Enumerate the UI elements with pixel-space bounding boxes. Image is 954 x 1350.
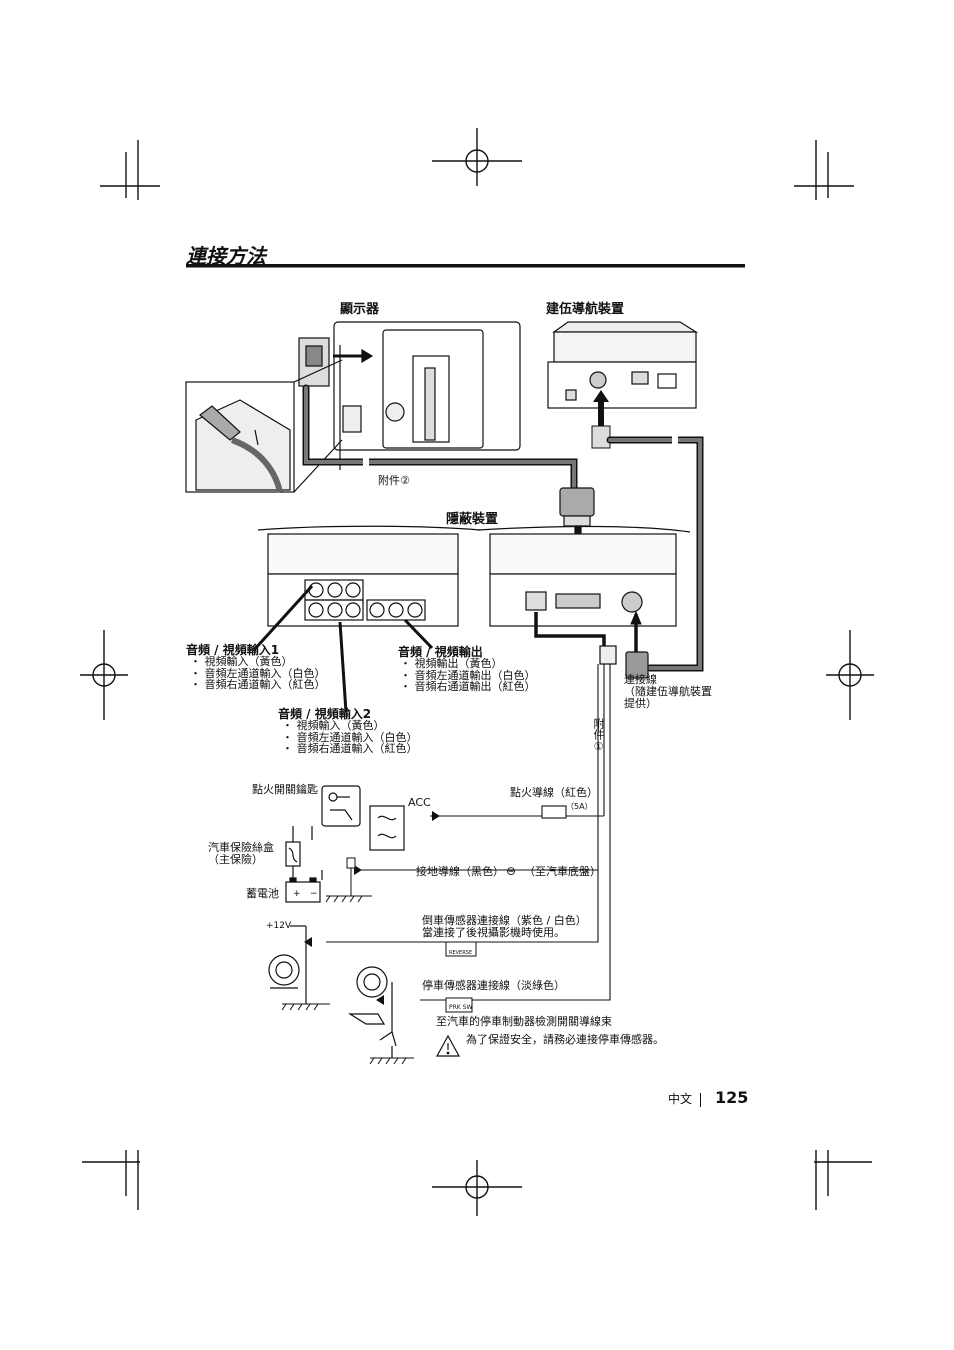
reverse-note: 當連接了後視攝影機時使用。 (422, 926, 565, 939)
ignition-key-label: 點火開關鑰匙 (252, 783, 318, 796)
reverse-wire-label: 倒車傳感器連接線（紫色 / 白色） (422, 914, 587, 927)
navigation-unit (547, 321, 699, 409)
list-item: 視頻輸入（黃色） (282, 720, 418, 732)
fuse-rating: （5A） (566, 802, 593, 811)
detail-inset (185, 359, 343, 493)
list-item: 視頻輸入（黃色） (190, 656, 326, 668)
av-input1-title: 音頻 / 視頻輸入1 (186, 643, 280, 657)
av-leader-lines (252, 584, 434, 713)
registration-mark-right (826, 630, 874, 720)
warning-text: 為了保證安全，請務必連接停車傳感器。 (466, 1033, 664, 1046)
harness-connectors (599, 645, 649, 679)
crop-marks (80, 128, 874, 1216)
wire-arrows (304, 811, 440, 1005)
list-item: 音頻左通道輸入（白色） (282, 731, 418, 744)
list-item: 音頻左通道輸出（白色） (400, 669, 536, 682)
reverse-lamp-icon (268, 925, 307, 1004)
prk-tag: PRK SW (449, 1004, 473, 1011)
cables (302, 384, 704, 672)
page-footer: 中文 125 (668, 1088, 748, 1107)
list-item: 音頻左通道輸入（白色） (190, 667, 326, 680)
hideaway-unit-right (477, 525, 691, 627)
av-output-list: 視頻輸出（黃色） 音頻左通道輸出（白色） 音頻右通道輸出（紅色） (400, 658, 536, 693)
accessory2-label: 附件② (378, 474, 410, 487)
ground-minus-icon: ⊖ (506, 864, 517, 878)
title-rule (186, 264, 745, 268)
cable-tags (445, 941, 477, 1013)
accessory1-label: 附件① (592, 718, 605, 753)
list-item: 音頻右通道輸入（紅色） (282, 743, 418, 755)
registration-mark-left (80, 630, 128, 720)
hideaway-label: 隱蔽裝置 (446, 512, 499, 527)
av-input2-title: 音頻 / 視頻輸入2 (278, 707, 372, 721)
parking-wire-label: 停車傳感器連接線（淡綠色） (422, 979, 565, 992)
ignition-switch (311, 785, 405, 851)
av-input1-list: 視頻輸入（黃色） 音頻左通道輸入（白色） 音頻右通道輸入（紅色） (190, 656, 326, 691)
parking-note: 至汽車的停車制動器檢測開關導線束 (436, 1015, 612, 1028)
plus12v-label: +12V (266, 921, 292, 931)
list-item: 音頻右通道輸入（紅色） (190, 679, 326, 691)
monitor-label: 顯示器 (340, 302, 380, 317)
warning-icon (435, 1034, 461, 1057)
ignition-wire-label: 點火導線（紅色） (510, 786, 598, 799)
hideaway-wiring (534, 610, 642, 654)
connection-cable-note: 提供） (624, 697, 657, 710)
av-output-title: 音頻 / 視頻輸出 (398, 645, 483, 659)
battery-icon: + − (285, 870, 323, 903)
list-item: 音頻右通道輸出（紅色） (400, 681, 536, 693)
car-fuse-box-label: 汽車保險絲盒 (208, 841, 274, 854)
connection-cable-label: 連接線 (624, 673, 657, 686)
page-title: 連接方法 (186, 244, 266, 268)
footer-language: 中文 (668, 1092, 693, 1106)
av-input2-list: 視頻輸入（黃色） 音頻左通道輸入（白色） 音頻右通道輸入（紅色） (282, 720, 418, 755)
main-fuse-label: （主保險） (208, 853, 263, 866)
monitor-illustration (333, 321, 521, 470)
wiring-lines (326, 664, 611, 1001)
registration-mark-bottom (432, 1160, 522, 1216)
hideaway-unit-left (257, 525, 481, 627)
list-item: 視頻輸出（黃色） (400, 658, 536, 670)
reverse-tag: REVERSE (449, 950, 473, 956)
page-number: 125 (715, 1088, 749, 1107)
svg-text:−: − (310, 889, 318, 899)
to-chassis-label: （至汽車底盤） (524, 865, 601, 878)
registration-mark-top (432, 128, 522, 186)
parking-lamp-icon (347, 966, 397, 1058)
navigation-label: 建伍導航裝置 (546, 302, 625, 317)
connection-cable-note: （隨建伍導航裝置 (624, 685, 712, 698)
fuse-box (285, 826, 301, 882)
battery-label: 蓄電池 (246, 887, 279, 900)
ground-wire-label: 接地導線（黑色） (416, 865, 504, 878)
acc-label: ACC (408, 796, 431, 809)
svg-text:+: + (293, 889, 301, 899)
footer-separator (700, 1092, 702, 1107)
